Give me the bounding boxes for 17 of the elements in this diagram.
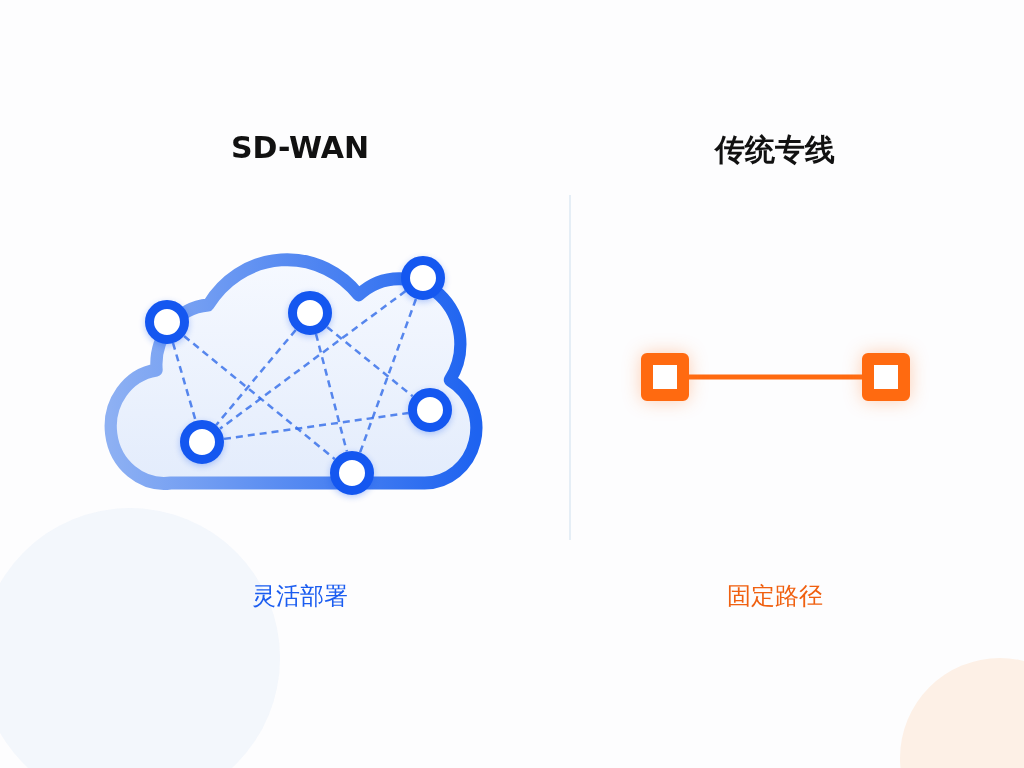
section-caption: 灵活部署: [252, 581, 348, 612]
section-title: SD-WAN: [230, 130, 370, 165]
dashed-connector: [183, 334, 336, 461]
dashed-connector: [171, 342, 198, 422]
dashed-connector: [358, 298, 417, 453]
dashed-connector: [223, 411, 409, 441]
section-title: 传统专线: [715, 131, 835, 169]
dashed-connector: [218, 290, 407, 430]
section-caption: 固定路径: [727, 581, 823, 612]
dashed-connector: [314, 333, 348, 453]
endpoint-square: [641, 353, 689, 401]
endpoint-square: [862, 353, 910, 401]
dashed-connector: [215, 329, 297, 426]
dashed-connector: [326, 325, 414, 398]
network-node-circle: [401, 256, 445, 300]
connector-line: [689, 374, 862, 380]
network-node-circle: [145, 300, 189, 344]
